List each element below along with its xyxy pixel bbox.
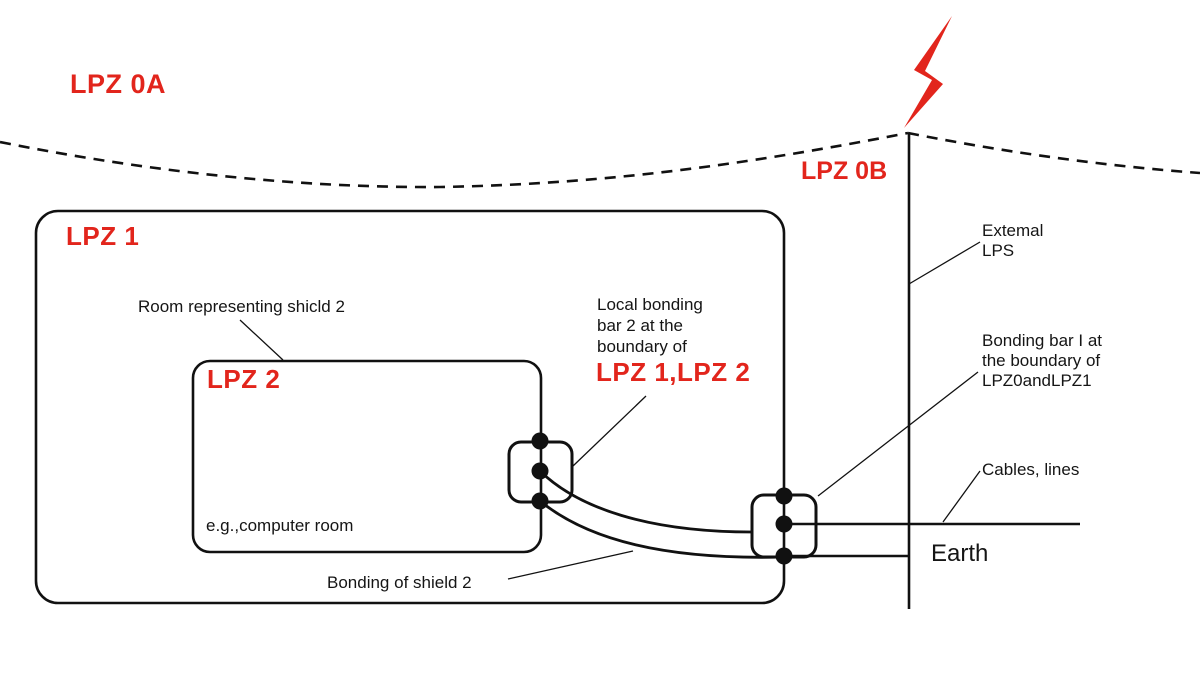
leader-bonding-bar-1 bbox=[817, 371, 979, 497]
label-lpz-1: LPZ 1 bbox=[66, 221, 140, 251]
bonding-terminal-dot bbox=[775, 515, 793, 533]
lpz2-boundary-box bbox=[191, 359, 543, 554]
label-earth: Earth bbox=[931, 540, 989, 567]
label-lpz-0a: LPZ 0A bbox=[70, 69, 167, 99]
lpz1-boundary-box bbox=[34, 209, 786, 605]
bonding-terminal-dot bbox=[531, 462, 549, 480]
label-lpz1-lpz2: LPZ 1,LPZ 2 bbox=[596, 357, 751, 387]
label-cables-lines: Cables, lines bbox=[982, 460, 1080, 479]
bonding-terminal-dot bbox=[531, 492, 549, 510]
bonding-terminal-dot bbox=[775, 547, 793, 565]
leader-bonding-of-shield2 bbox=[507, 550, 634, 580]
leader-external-lps bbox=[908, 241, 981, 285]
bonding-terminal-dot bbox=[775, 487, 793, 505]
lightning-bolt-icon bbox=[904, 16, 952, 128]
bonding-terminal-dot bbox=[531, 432, 549, 450]
bonding-conductor-upper-curve bbox=[539, 469, 753, 534]
leader-local-bonding-bar bbox=[572, 395, 647, 467]
label-bonding-of-shield2: Bonding of shield 2 bbox=[327, 573, 472, 592]
label-external-lps: Extemal LPS bbox=[982, 221, 1044, 260]
label-room-representing-shield: Room representing shicld 2 bbox=[138, 297, 345, 316]
leader-room-shield bbox=[239, 319, 284, 361]
label-lpz-2: LPZ 2 bbox=[207, 364, 281, 394]
label-local-bonding-bar-2: Local bonding bar 2 at the boundary of bbox=[597, 295, 703, 356]
label-bonding-bar-1: Bonding bar I at the boundary of LPZ0and… bbox=[982, 331, 1103, 390]
leader-cables-lines bbox=[942, 470, 981, 523]
lpz0-boundary-dashed-left bbox=[0, 131, 909, 189]
label-computer-room: e.g.,computer room bbox=[206, 516, 354, 535]
lpz0-boundary-dashed-right bbox=[907, 131, 1200, 175]
bonding-conductor-lower-curve bbox=[539, 499, 785, 559]
label-lpz-0b: LPZ 0B bbox=[801, 157, 888, 185]
